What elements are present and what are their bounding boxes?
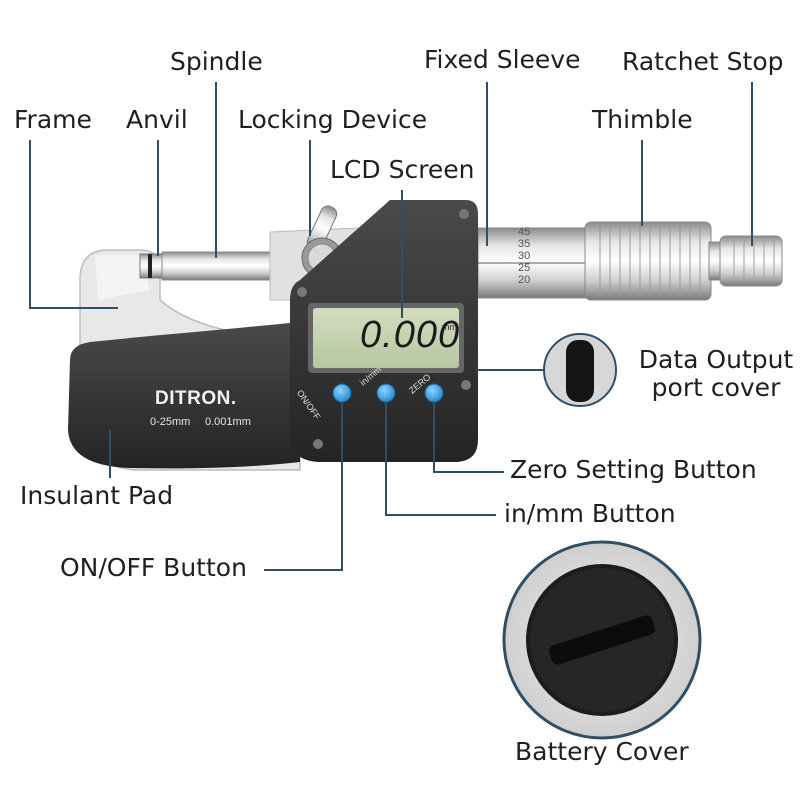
- leader-frame: [29, 140, 118, 309]
- data-output-port-cover: [543, 333, 617, 407]
- thimble: [584, 221, 712, 301]
- label-lcd-screen: LCD Screen: [330, 155, 475, 184]
- label-ratchet-stop: Ratchet Stop: [622, 47, 784, 76]
- thimble-scale: 45 35 30 25 20: [518, 226, 530, 286]
- label-thimble: Thimble: [592, 105, 693, 134]
- leader-onoff-button: [264, 402, 343, 571]
- battery-cover: [502, 540, 702, 740]
- leader-inmm-button: [385, 402, 496, 516]
- lcd-unit: mm: [442, 322, 457, 332]
- range-text: 0-25mm: [150, 416, 191, 428]
- resolution-text: 0.001mm: [205, 416, 251, 428]
- anvil: [139, 253, 163, 279]
- label-data-output-line2: port cover: [651, 372, 781, 402]
- label-onoff-button: ON/OFF Button: [60, 553, 247, 582]
- lcd-screen: [308, 303, 464, 373]
- label-anvil: Anvil: [126, 105, 188, 134]
- thimble-scale-tick: 20: [518, 274, 531, 286]
- label-locking-device: Locking Device: [238, 105, 428, 134]
- thimble-scale-tick: 30: [518, 250, 531, 262]
- inmm-button[interactable]: [376, 383, 396, 403]
- label-insulant-pad: Insulant Pad: [20, 481, 174, 510]
- onoff-button[interactable]: [332, 383, 352, 403]
- fixed-sleeve: [477, 227, 589, 299]
- leader-lines: [29, 82, 753, 571]
- lcd-reading: 0.000: [360, 314, 461, 356]
- label-zero-setting-button: Zero Setting Button: [510, 455, 757, 484]
- brand-logo: DITRON.: [155, 388, 237, 409]
- thimble-scale-tick: 25: [518, 262, 531, 274]
- label-data-output: Data Output port cover: [632, 346, 800, 401]
- label-data-output-line1: Data Output: [638, 345, 794, 374]
- leader-zero-button: [433, 402, 504, 473]
- buttons: [332, 383, 444, 403]
- ratchet-stop: [708, 235, 783, 287]
- label-inmm-button: in/mm Button: [504, 499, 676, 528]
- insulant-pad: [68, 322, 300, 469]
- label-spindle: Spindle: [170, 47, 263, 76]
- label-frame: Frame: [14, 105, 92, 134]
- label-battery-cover: Battery Cover: [515, 737, 689, 766]
- thimble-scale-tick: 35: [518, 238, 531, 250]
- zero-button[interactable]: [424, 383, 444, 403]
- label-fixed-sleeve: Fixed Sleeve: [424, 45, 581, 74]
- thimble-scale-tick: 45: [518, 226, 531, 238]
